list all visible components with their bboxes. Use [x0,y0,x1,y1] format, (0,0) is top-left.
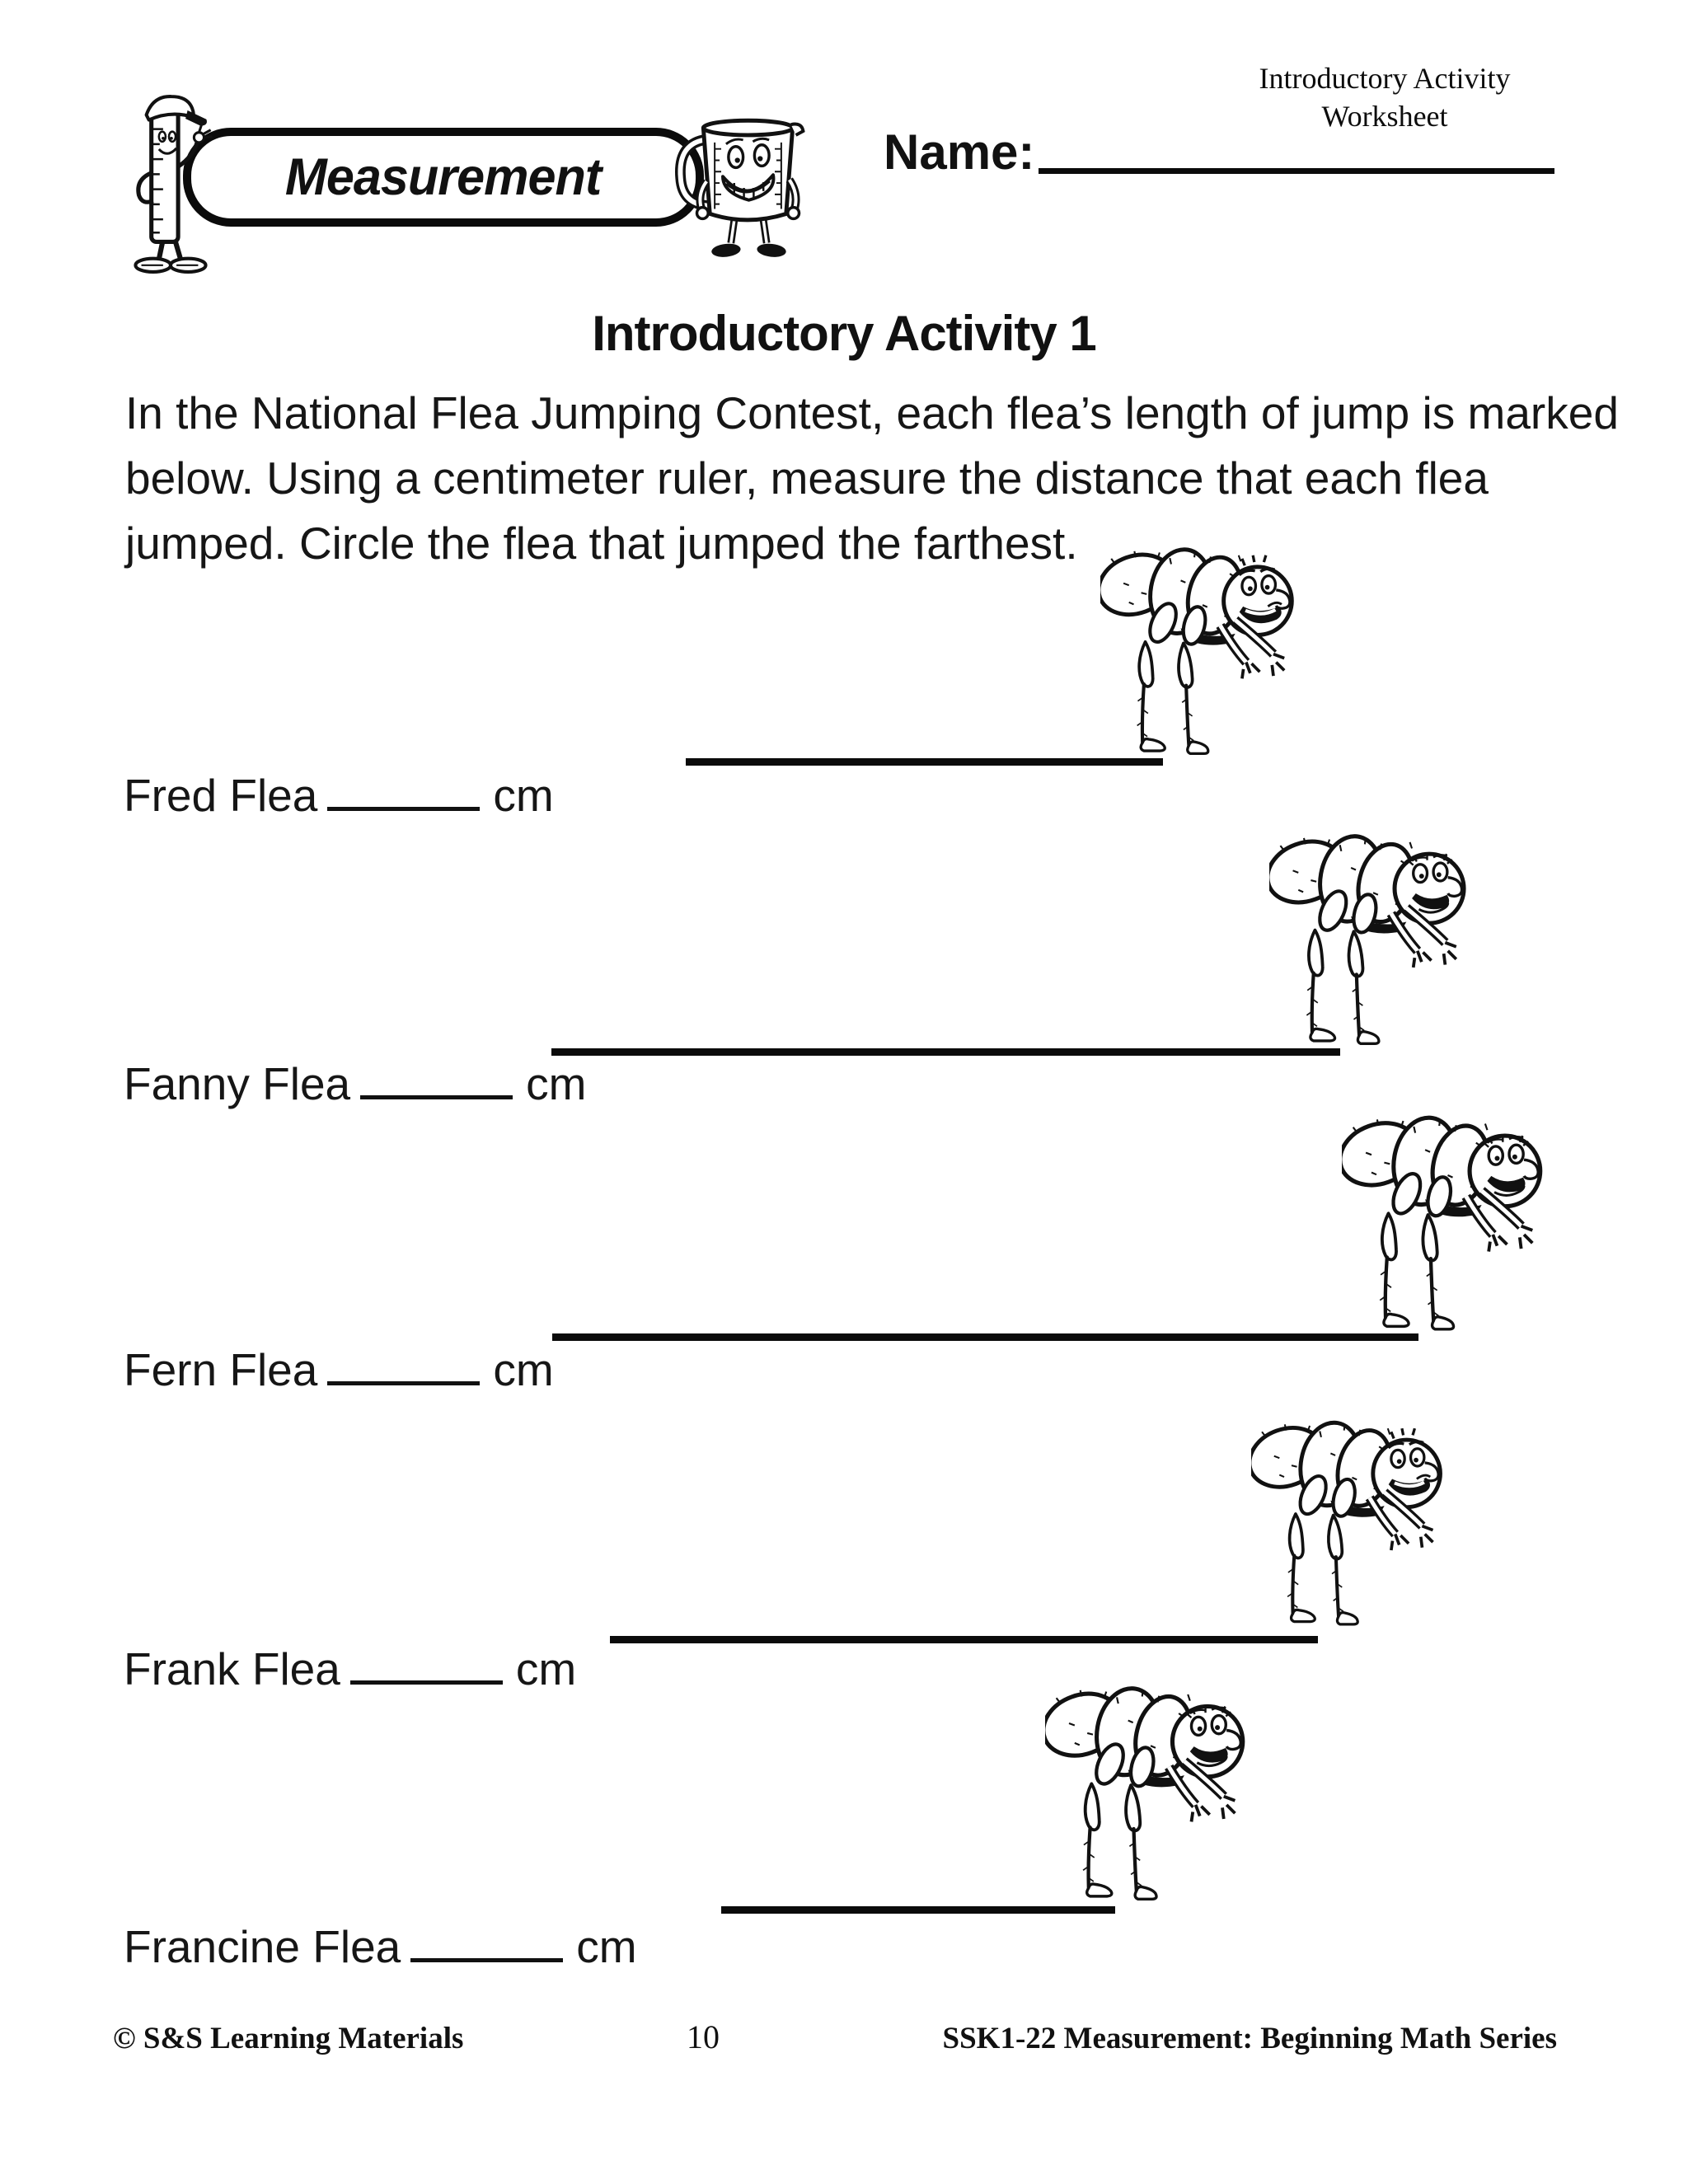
unit-label: cm [526,1058,587,1109]
flea-name-label: Fern Flea [124,1344,318,1395]
flea-name-label: Francine Flea [124,1921,401,1972]
page-title: Introductory Activity 1 [592,306,1097,361]
jump-row-label-fanny: Fanny Flea cm [124,1057,586,1110]
measuring-cup-mascot-illustration [675,118,805,257]
instructions-line-3: jumped. Circle the flea that jumped the … [125,518,1078,569]
banner-title: Measurement [285,148,602,206]
worksheet-type-heading: Introductory Activity Worksheet [1179,59,1591,135]
answer-blank-fanny[interactable] [360,1095,513,1099]
jump-line-fanny [551,1048,1340,1056]
name-label: Name: [884,124,1035,180]
jump-line-frank [610,1636,1318,1643]
footer-page-number: 10 [686,2018,720,2055]
flea-name-label: Fred Flea [124,770,318,821]
flea-cartoon-fern[interactable] [1342,1114,1554,1335]
flea-name-label: Frank Flea [124,1643,340,1694]
footer-copyright: © S&S Learning Materials [113,2022,464,2055]
flea-cartoon-francine[interactable] [1045,1683,1256,1907]
instructions-line-1: In the National Flea Jumping Contest, ea… [125,387,1619,438]
ruler-mascot-illustration [134,95,213,274]
footer-series-title: SSK1-22 Measurement: Beginning Math Seri… [942,2022,1557,2055]
unit-label: cm [493,1344,554,1395]
flea-name-label: Fanny Flea [124,1058,351,1109]
unit-label: cm [515,1643,577,1694]
worksheet-type-line1: Introductory Activity [1259,62,1511,95]
jump-line-francine [721,1906,1115,1914]
jump-row-label-frank: Frank Flea cm [124,1643,576,1695]
answer-blank-fred[interactable] [327,807,481,811]
worksheet-type-line2: Worksheet [1321,100,1448,133]
answer-blank-fern[interactable] [327,1381,481,1385]
answer-blank-frank[interactable] [349,1680,503,1685]
measurement-banner: Measurement [183,128,704,227]
instructions-line-2: below. Using a centimeter ruler, measure… [125,452,1489,504]
flea-cartoon-fanny[interactable] [1269,831,1477,1052]
name-entry-line[interactable] [1039,168,1554,174]
jump-row-label-fred: Fred Flea cm [124,769,554,822]
unit-label: cm [576,1921,637,1972]
instructions-paragraph: In the National Flea Jumping Contest, ea… [125,381,1619,576]
page-footer: © S&S Learning Materials 10 SSK1-22 Meas… [113,2018,1557,2056]
flea-cartoon-frank[interactable] [1251,1411,1453,1638]
unit-label: cm [493,770,554,821]
jump-line-fern [552,1333,1418,1341]
jump-row-label-fern: Fern Flea cm [124,1343,554,1396]
answer-blank-francine[interactable] [410,1958,564,1962]
flea-cartoon-fred[interactable] [1100,542,1305,763]
jump-line-fred [686,758,1163,766]
jump-row-label-francine: Francine Flea cm [124,1920,637,1973]
